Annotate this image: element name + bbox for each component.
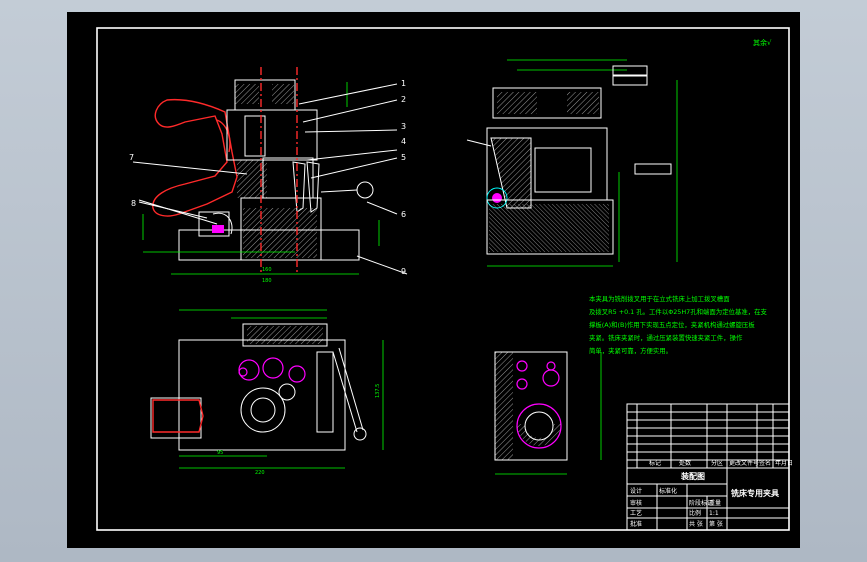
balloon-9: 9: [401, 267, 406, 276]
scale-cell-4: 工艺: [630, 509, 642, 517]
dim-plan-sub: 95: [217, 450, 223, 456]
sheet-label-5: 第 张: [709, 520, 723, 528]
tech-note-line-3: 撑板(A)和(B)作用下实现五点定位，夹紧机构通过螺旋压板: [589, 320, 755, 329]
title-header-2: 处数: [679, 459, 691, 467]
scale-value: 1:1: [709, 510, 719, 517]
sheet-label-1: 阶段标记: [689, 499, 713, 507]
sheet-label-4: 共 张: [689, 520, 703, 528]
cad-drawing: 其余√ 160 180: [96, 27, 793, 531]
front-view: 160 180: [132, 67, 408, 284]
scale-cell-1: 设计: [630, 487, 642, 495]
balloon-6: 6: [401, 210, 406, 219]
title-header-1: 标记: [649, 459, 661, 467]
dim-front-base: 160: [262, 267, 272, 273]
balloon-7: 7: [129, 153, 134, 162]
scale-cell-5: 批准: [630, 520, 642, 528]
title-header-5: 签名: [759, 459, 771, 467]
balloon-8: 8: [131, 199, 136, 208]
tech-note-line-5: 简单，夹紧可靠，方便实用。: [589, 346, 672, 355]
title-header-6: 年月日: [775, 459, 793, 467]
drawing-sheet: 其余√ 160 180: [67, 12, 800, 548]
balloon-1: 1: [401, 79, 406, 88]
title-block: 标记 处数 分区 更改文件号 签名 年月日 装配图 铣床专用夹具 设计 标准化 …: [626, 403, 793, 531]
dim-plan-width: 220: [255, 470, 265, 476]
balloon-5: 5: [401, 153, 406, 162]
sheet-label-3: 比例: [689, 509, 701, 517]
dim-front-width: 180: [262, 278, 272, 284]
title-header-3: 分区: [711, 459, 723, 467]
technical-note: 本夹具为铣削拨叉用于在立式铣床上加工拨叉槽面 及拨叉R5 +0.1 孔。工件以Φ…: [589, 294, 768, 355]
balloon-3: 3: [401, 122, 406, 131]
title-header-4: 更改文件号: [729, 459, 759, 467]
dim-plan-height: 137.5: [375, 384, 381, 398]
material-label: 装配图: [680, 471, 705, 481]
drawing-name: 铣床专用夹具: [731, 488, 779, 498]
roughness-mark: 其余√: [753, 38, 772, 47]
scale-cell-3: 审核: [630, 499, 642, 507]
tech-note-line-1: 本夹具为铣削拨叉用于在立式铣床上加工拨叉槽面: [589, 294, 730, 303]
sheet-label-2: 重量: [709, 499, 721, 507]
balloon-4: 4: [401, 137, 406, 146]
aux-view: [494, 351, 602, 475]
drawing-border: [96, 27, 790, 531]
balloon-2: 2: [401, 95, 406, 104]
tech-note-line-2: 及拨叉R5 +0.1 孔。工件以Φ25H7孔和端面为定位基准，在支: [589, 307, 768, 316]
tech-note-line-4: 夹紧。铣床夹紧时，通过压紧装置快速夹紧工件，操作: [589, 333, 743, 342]
plan-view: 220 95 137.5: [150, 309, 384, 476]
scale-cell-2: 标准化: [659, 487, 677, 495]
side-view: [466, 59, 678, 267]
